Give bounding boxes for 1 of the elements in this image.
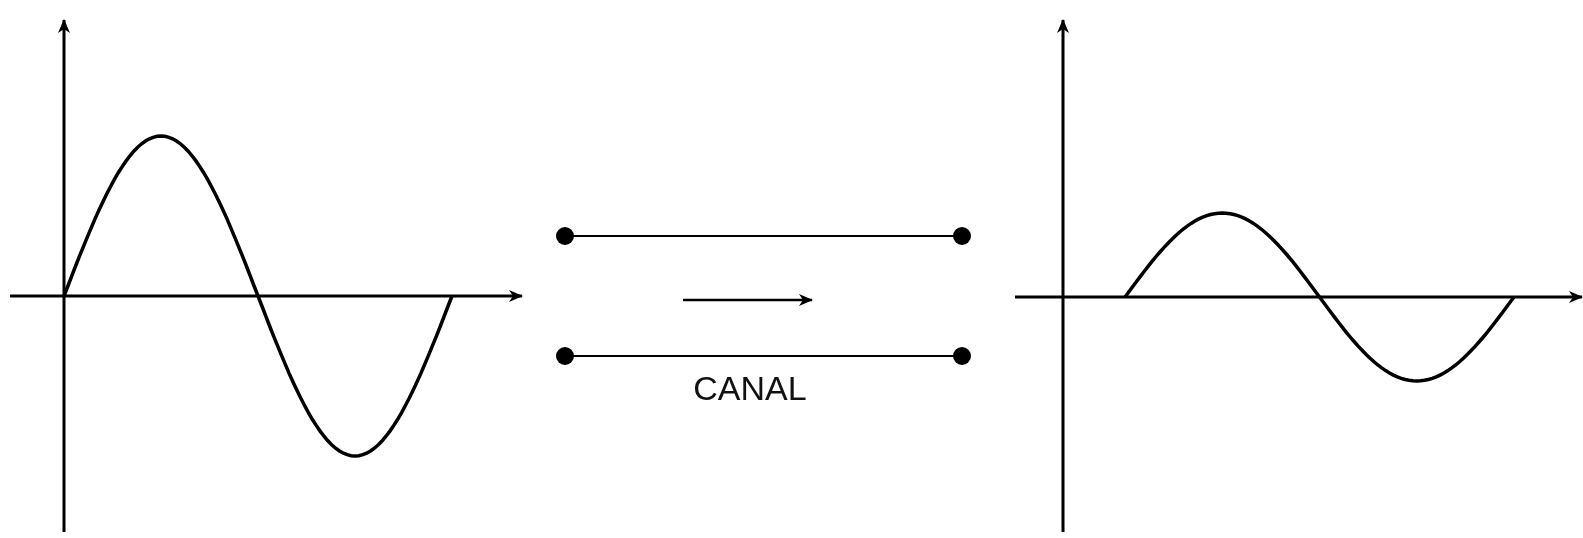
- channel-label: CANAL: [692, 368, 808, 408]
